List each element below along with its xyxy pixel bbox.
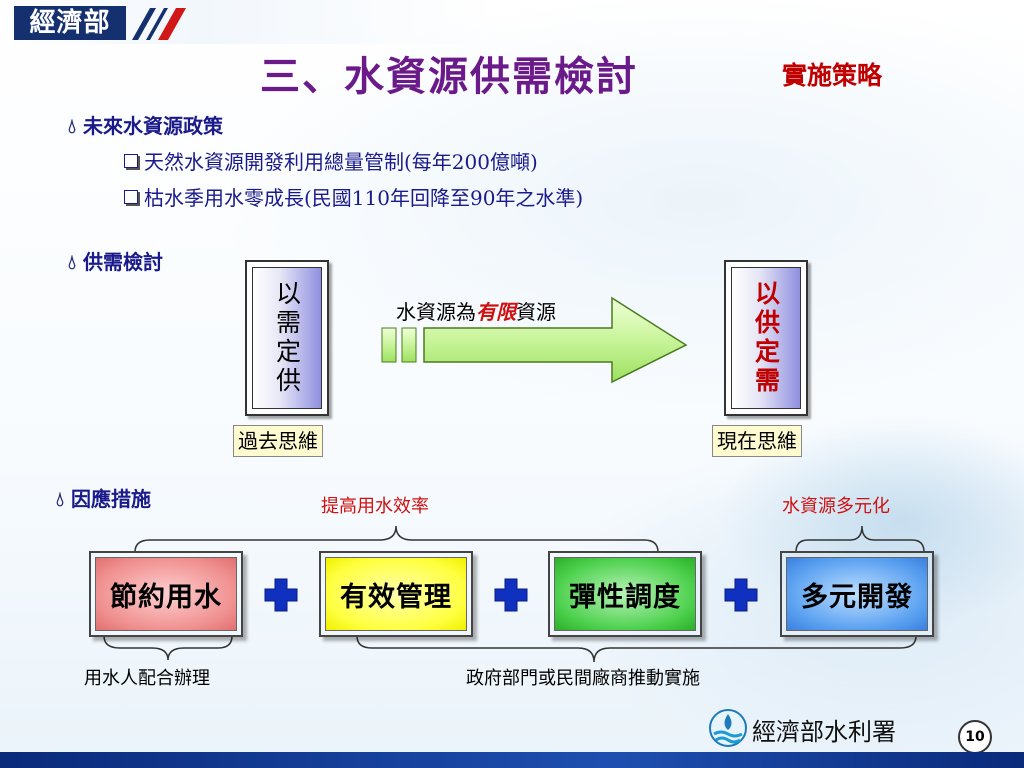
plus-icon — [494, 578, 528, 612]
measure-box-diversification: 多元開發 — [780, 551, 934, 637]
top-brace-efficiency — [134, 525, 659, 553]
policy-item: 天然水資源開發利用總量管制(每年200億噸) — [124, 146, 538, 175]
efficiency-note: 提高用水效率 — [321, 496, 429, 517]
past-thinking-label: 過去思維 — [233, 425, 323, 457]
emphasis-text: 有限 — [476, 300, 516, 324]
section-measures: 💧︎ 因應措施 — [56, 483, 151, 512]
arrow-caption: 水資源為有限資源 — [396, 300, 556, 324]
section-policy: 💧︎ 未來水資源政策 — [68, 110, 223, 139]
checkbox-icon — [124, 190, 138, 204]
past-approach-box: 以需定供 — [245, 260, 329, 416]
top-brace-diversification — [795, 525, 925, 553]
section-supply-demand: 💧︎ 供需檢討 — [68, 246, 163, 275]
slide-subtitle: 實施策略 — [782, 61, 883, 90]
section-heading: 因應措施 — [70, 487, 151, 511]
diversification-note: 水資源多元化 — [782, 496, 890, 517]
current-approach-text: 以供定需 — [751, 280, 781, 396]
bottom-brace-users — [103, 635, 233, 661]
measure-box-dispatch: 彈性調度 — [548, 551, 702, 637]
transition-arrow — [381, 296, 688, 384]
plus-icon — [264, 578, 298, 612]
measure-box-management: 有效管理 — [319, 551, 473, 637]
agency-name: 經濟部水利署 — [752, 718, 896, 746]
policy-item: 枯水季用水零成長(民國110年回降至90年之水準) — [124, 182, 583, 211]
droplet-icon: 💧︎ — [68, 114, 76, 138]
page-number: 10 — [958, 720, 992, 754]
ministry-logo: 經濟部 — [14, 6, 126, 40]
current-approach-box: 以供定需 — [724, 260, 808, 416]
water-drop-logo-icon — [709, 709, 747, 747]
droplet-icon: 💧︎ — [68, 250, 76, 274]
section-heading: 未來水資源政策 — [82, 114, 223, 138]
droplet-icon: 💧︎ — [56, 487, 64, 511]
bottom-brace-government — [356, 635, 917, 663]
government-note: 政府部門或民間廠商推動實施 — [466, 668, 700, 689]
measure-box-conservation: 節約用水 — [89, 551, 243, 637]
checkbox-icon — [124, 154, 138, 168]
slide-title: 三、水資源供需檢討 — [260, 53, 638, 100]
current-thinking-label: 現在思維 — [712, 425, 802, 457]
users-note: 用水人配合辦理 — [84, 668, 210, 689]
plus-icon — [724, 578, 758, 612]
section-heading: 供需檢討 — [82, 250, 163, 274]
logo-slash-icon — [132, 8, 186, 40]
past-approach-text: 以需定供 — [272, 280, 302, 396]
footer-bar — [0, 752, 1024, 768]
